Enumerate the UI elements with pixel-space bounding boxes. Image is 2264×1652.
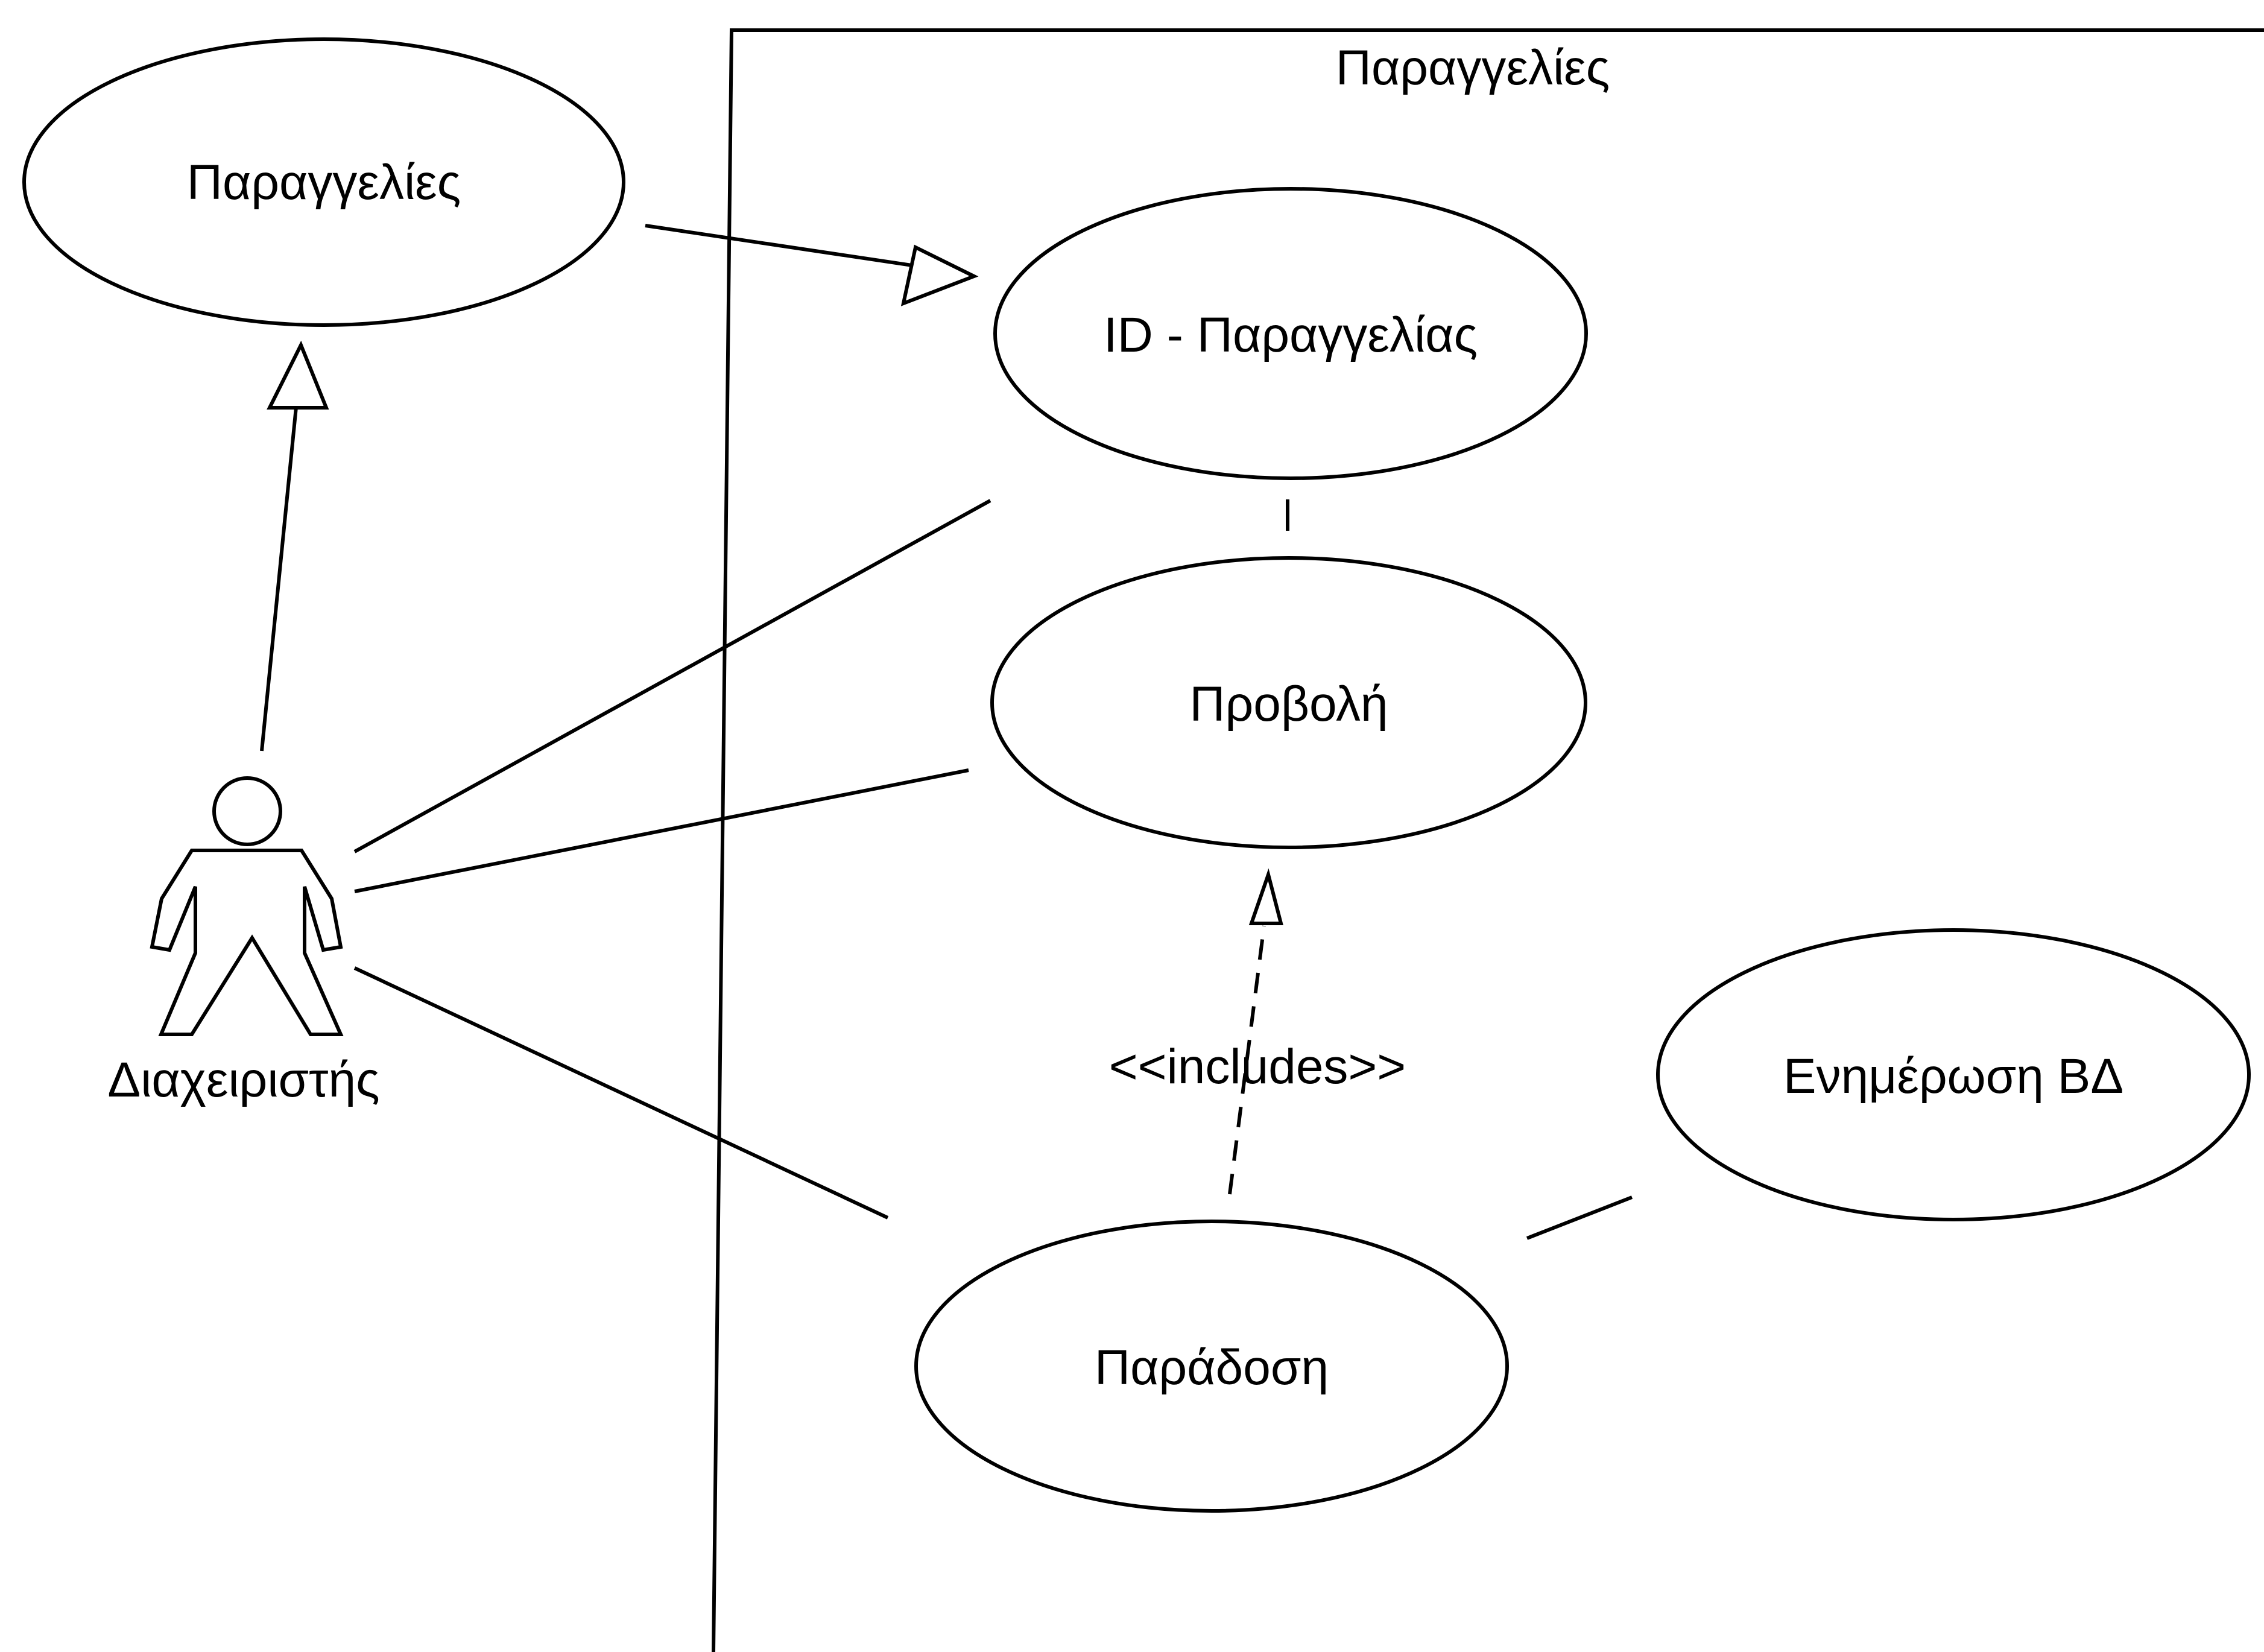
associations (353, 499, 1633, 1240)
generalization-actor-to-orders (260, 340, 329, 752)
use-case-view[interactable]: Προβολή (990, 556, 1587, 849)
include-line (1228, 925, 1266, 1195)
use-case-delivery[interactable]: Παράδοση (914, 1220, 1509, 1513)
system-boundary-frame (712, 28, 2264, 1652)
use-case-orders-outside[interactable]: Παραγγελίες (22, 37, 625, 327)
actor-body-outline (150, 849, 344, 1036)
use-case-order-id[interactable]: ID - Παραγγελίας (993, 187, 1588, 480)
generalization-arrowhead (267, 340, 329, 410)
include-label: <<includes>> (1109, 1039, 1406, 1094)
generalization-line (645, 224, 921, 268)
use-case-label: Παράδοση (1095, 1340, 1329, 1395)
use-case-ellipse (990, 556, 1587, 849)
use-case-update-db[interactable]: Ενημέρωση ΒΔ (1656, 928, 2251, 1221)
use-case-label: Παραγγελίες (187, 155, 461, 210)
system-boundary-title: Παραγγελίες (1336, 40, 1610, 95)
association-actor-view (354, 768, 969, 893)
use-case-ellipse (993, 187, 1588, 480)
use-case-ellipse (22, 37, 625, 327)
use-case-ellipse (1656, 928, 2251, 1221)
use-case-label: Προβολή (1189, 677, 1388, 732)
generalization-line (260, 407, 298, 752)
include-delivery-to-view: <<includes>> (1109, 868, 1406, 1195)
generalization-orders-to-order-id (645, 224, 979, 306)
use-case-ellipse (914, 1220, 1509, 1513)
generalization-arrowhead (900, 244, 979, 306)
use-case-label: Ενημέρωση ΒΔ (1783, 1049, 2123, 1104)
system-boundary: Παραγγελίες (712, 28, 2264, 1652)
association-delivery-update-db (1526, 1195, 1633, 1240)
use-case-label: ID - Παραγγελίας (1104, 308, 1478, 362)
actor-head (212, 776, 282, 846)
association-actor-delivery (353, 966, 889, 1220)
actor-name: Διαχειριστής (107, 1052, 379, 1107)
association-actor-order-id (353, 499, 991, 853)
include-arrowhead (1248, 868, 1283, 925)
actor-administrator[interactable]: Διαχειριστής (107, 776, 380, 1107)
